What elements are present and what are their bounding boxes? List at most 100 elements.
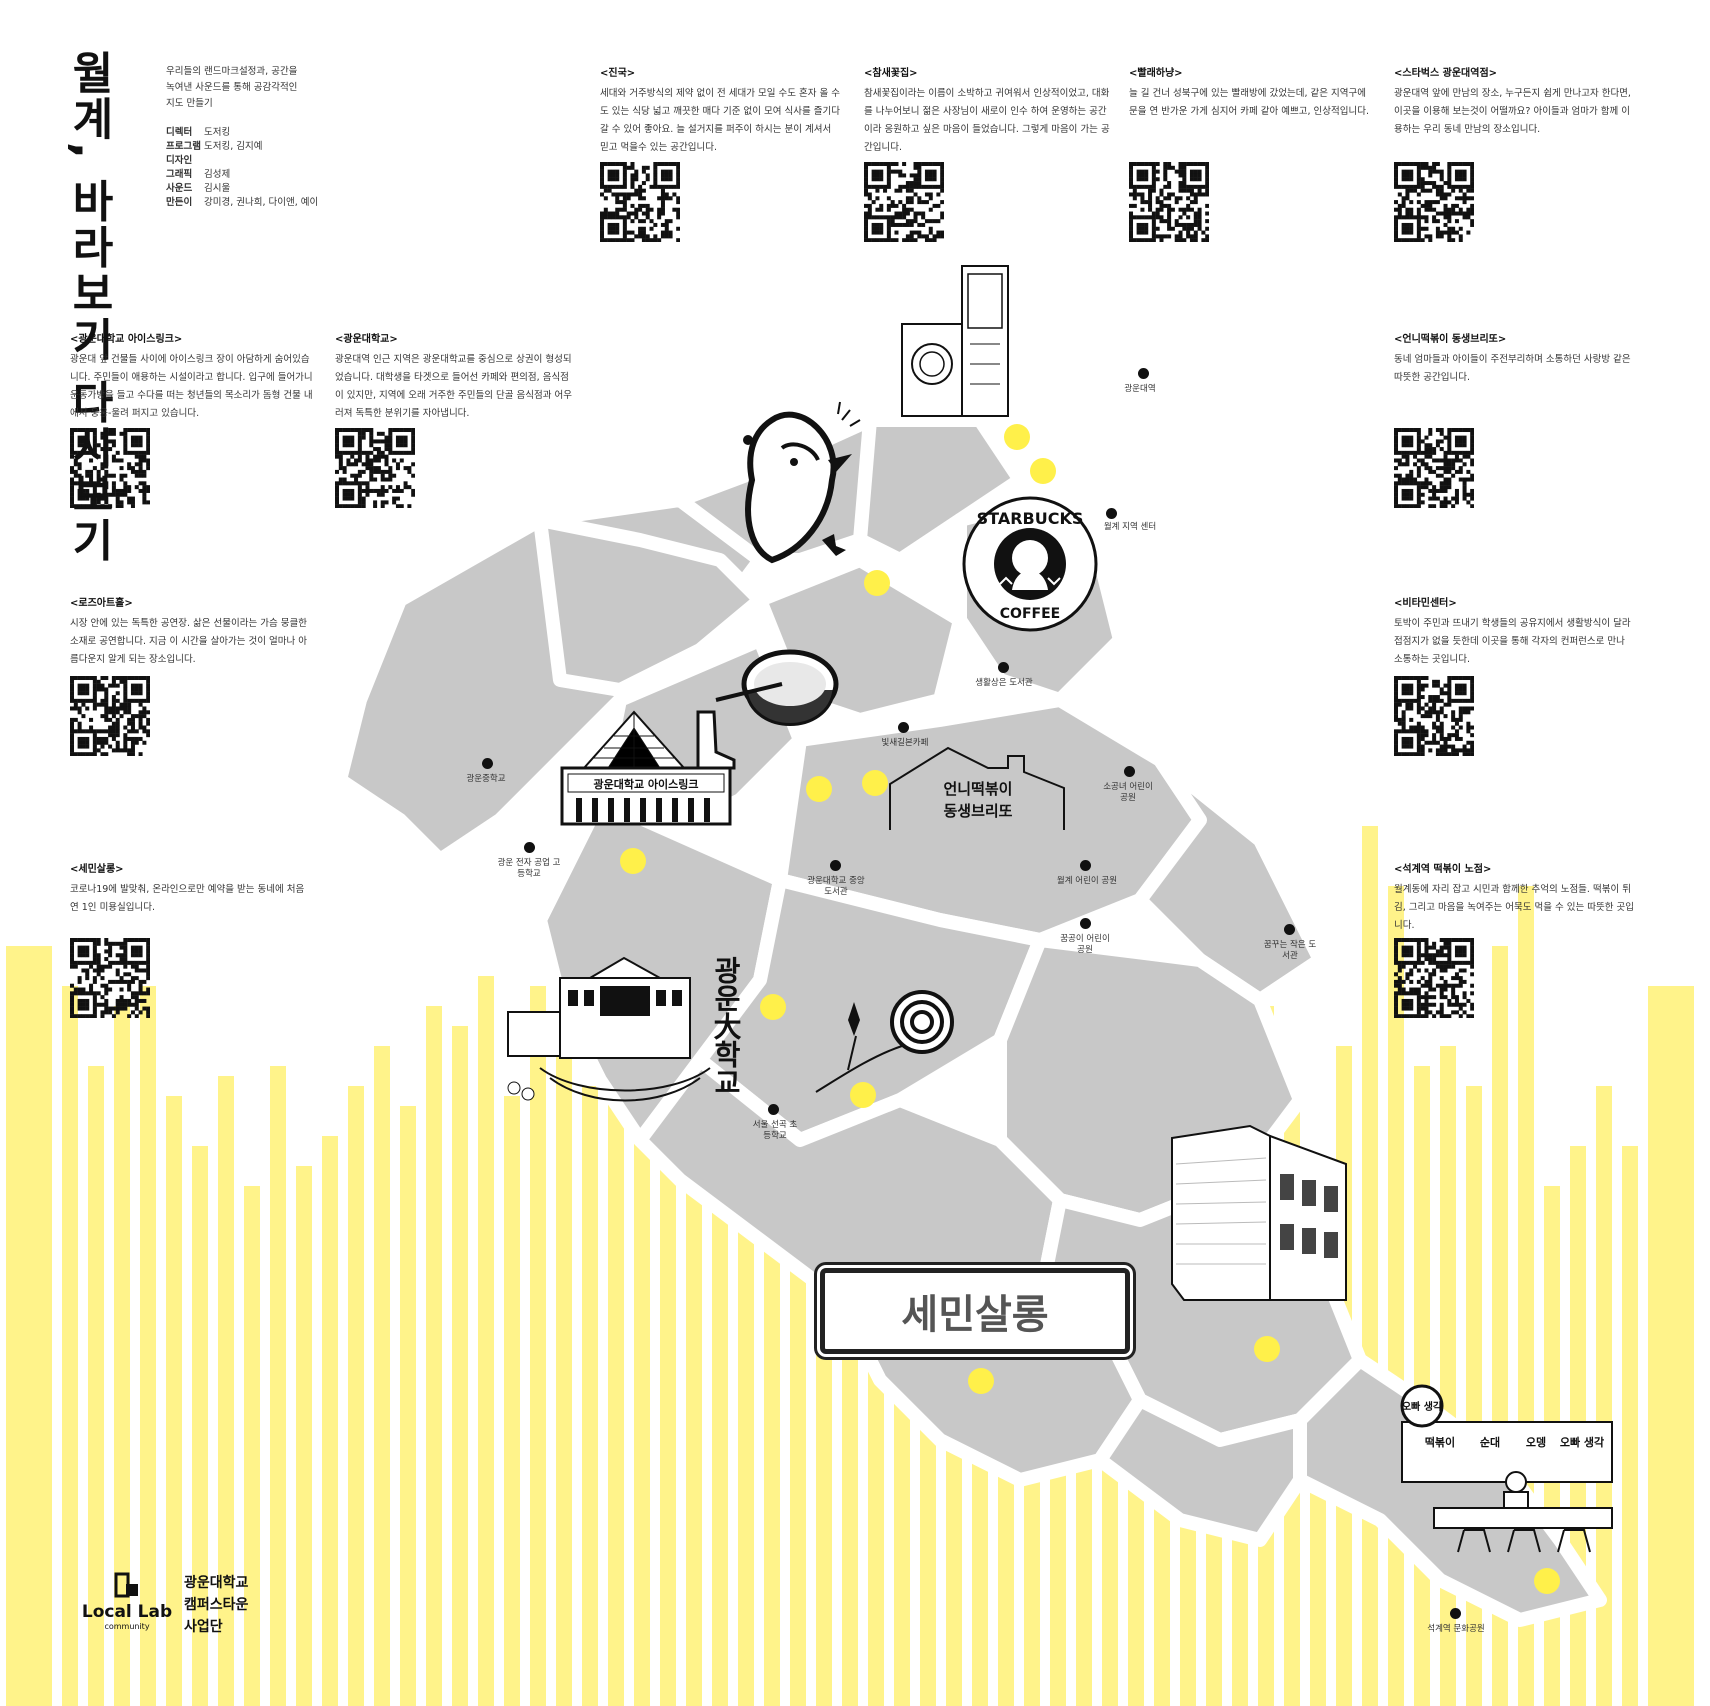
intro-text: 우리들의 랜드마크설정과, 공간을 녹여낸 사운드를 통해 공감각적인 지도 만… bbox=[166, 66, 298, 109]
place-marker[interactable] bbox=[1254, 1336, 1280, 1362]
tteokbokki-sign-line2: 동생브리또 bbox=[943, 802, 1012, 820]
landmark-label: 빛새길본카페 bbox=[881, 738, 929, 748]
landmark-label: 월계 어린이 공원 bbox=[1056, 876, 1118, 886]
entry-desc: 광운대 앞 건물들 사이에 아이스링크 장이 아담하게 숨어있습니다. 주민들이… bbox=[70, 354, 313, 419]
qr-pattern bbox=[600, 162, 680, 242]
entry-title: <언니떡볶이 동생브리또> bbox=[1394, 334, 1507, 345]
qr-code[interactable] bbox=[1394, 162, 1474, 242]
landmark-label: 서울 선곡 초등학교 bbox=[752, 1120, 798, 1141]
local-lab-icon bbox=[114, 1572, 138, 1598]
landmark-dot bbox=[898, 722, 909, 733]
org-line: 캠퍼스타운 bbox=[184, 1597, 249, 1613]
entry-title: <참새꽃집> bbox=[864, 68, 918, 79]
place-marker[interactable] bbox=[1534, 1568, 1560, 1594]
landmark-dot bbox=[1450, 1608, 1461, 1619]
stall-sign-text: 오빠 생각 bbox=[1402, 1400, 1443, 1413]
entry-title: <세민살롱> bbox=[70, 864, 124, 875]
entry-desc: 늘 길 건너 성북구에 있는 빨래방에 갔었는데, 같은 지역구에 문을 연 반… bbox=[1129, 88, 1369, 117]
entry-desc: 동네 엄마들과 아이들이 주전부리하며 소통하던 사랑방 같은 따뜻한 공간입니… bbox=[1394, 354, 1631, 383]
place-entry-vitamin-center: <비타민센터>토박이 주민과 뜨내기 학생들의 공유지에서 생활방식이 달라 접… bbox=[1394, 594, 1634, 669]
landmark-label: 광운 전자 공업 고등학교 bbox=[497, 858, 561, 879]
qr-pattern bbox=[1394, 162, 1474, 242]
qr-code[interactable] bbox=[600, 162, 680, 242]
entry-title: <스타벅스 광운대역점> bbox=[1394, 68, 1498, 79]
credit-names: 도저킹, 김지예 bbox=[204, 141, 263, 152]
logo-name: Local Lab bbox=[81, 1602, 173, 1622]
qr-code[interactable] bbox=[335, 428, 415, 508]
landmark-dot bbox=[768, 1104, 779, 1115]
place-marker[interactable] bbox=[620, 848, 646, 874]
qr-code[interactable] bbox=[70, 428, 150, 508]
qr-code[interactable] bbox=[1394, 938, 1474, 1018]
qr-pattern bbox=[1394, 676, 1474, 756]
landmark-dot bbox=[1284, 924, 1295, 935]
semin-salon-sign: 세민살롱 bbox=[820, 1268, 1130, 1354]
place-marker[interactable] bbox=[862, 770, 888, 796]
credit-role: 그래픽 bbox=[166, 169, 193, 180]
place-entry-icerink: <광운대학교 아이스링크>광운대 앞 건물들 사이에 아이스링크 장이 아담하게… bbox=[70, 330, 315, 423]
credit-role: 만든이 bbox=[166, 197, 193, 208]
sparrow-illustration bbox=[743, 401, 861, 564]
entry-title: <빨래하냥> bbox=[1129, 68, 1183, 79]
qr-code[interactable] bbox=[864, 162, 944, 242]
landmark-dot bbox=[830, 860, 841, 871]
qr-pattern bbox=[70, 938, 150, 1018]
landmark-dot bbox=[998, 662, 1009, 673]
entry-title: <광운대학교> bbox=[335, 334, 398, 345]
logo-sub: community bbox=[104, 1622, 150, 1631]
place-marker[interactable] bbox=[1030, 458, 1056, 484]
laundry-illustration bbox=[901, 265, 1009, 417]
place-entry-university: <광운대학교> 광운대역 인근 지역은 광운대학교를 중심으로 상권이 형성되었습… bbox=[335, 330, 575, 423]
entry-desc: 참새꽃집이라는 이름이 소박하고 귀여워서 인상적이었고, 대화를 나누어보니 … bbox=[864, 88, 1110, 153]
organization-name: 광운대학교 캠퍼스타운 사업단 bbox=[184, 1572, 248, 1638]
place-entry-tteokbokki: <언니떡볶이 동생브리또> 동네 엄마들과 아이들이 주전부리하며 소통하던 사랑… bbox=[1394, 330, 1634, 387]
qr-pattern bbox=[864, 162, 944, 242]
landmark-label: 광운대역 bbox=[1124, 384, 1156, 394]
ice-rink-illustration: 광운대학교 아이스링크 bbox=[560, 710, 736, 826]
qr-pattern bbox=[70, 676, 150, 756]
landmark-label: 광운중학교 bbox=[466, 774, 506, 784]
place-marker[interactable] bbox=[1004, 424, 1030, 450]
qr-pattern bbox=[1394, 428, 1474, 508]
place-marker[interactable] bbox=[864, 570, 890, 596]
entry-title: <비타민센터> bbox=[1394, 598, 1457, 609]
credit-role: 사운드 bbox=[166, 183, 193, 194]
qr-pattern bbox=[1394, 938, 1474, 1018]
qr-code[interactable] bbox=[1394, 428, 1474, 508]
qr-code[interactable] bbox=[1394, 676, 1474, 756]
entry-desc: 세대와 거주방식의 제약 없이 전 세대가 모일 수도 혼자 올 수도 있는 식… bbox=[600, 88, 840, 153]
place-marker[interactable] bbox=[850, 1082, 876, 1108]
street-stall-illustration: 떡볶이 순대 오뎅 오빠 생각 오빠 생각 bbox=[1400, 1384, 1613, 1553]
qr-code[interactable] bbox=[70, 676, 150, 756]
landmark-dot bbox=[1080, 860, 1091, 871]
entry-title: <석계역 떡볶이 노점> bbox=[1394, 864, 1492, 875]
qr-code[interactable] bbox=[1129, 162, 1209, 242]
org-line: 사업단 bbox=[184, 1619, 223, 1635]
credit-names: 도저킹 bbox=[204, 127, 231, 138]
soup-bowl-illustration bbox=[715, 649, 839, 726]
rose-illustration bbox=[815, 990, 954, 1093]
qr-code[interactable] bbox=[70, 938, 150, 1018]
place-entry-laundry: <빨래하냥> 늘 길 건너 성북구에 있는 빨래방에 갔었는데, 같은 지역구에 … bbox=[1129, 64, 1369, 121]
credit-role: 프로그램 디자인 bbox=[166, 141, 201, 166]
landmark-label: 꿈꾸는 작은 도서관 bbox=[1263, 940, 1317, 961]
place-marker[interactable] bbox=[806, 776, 832, 802]
landmark-dot bbox=[1138, 368, 1149, 379]
place-marker[interactable] bbox=[760, 994, 786, 1020]
qr-pattern bbox=[1129, 162, 1209, 242]
place-entry-rose-art-hall: <로즈아트홀>시장 안에 있는 독특한 공연장. 삶은 선물이라는 가슴 뭉클한… bbox=[70, 594, 315, 669]
map-block bbox=[1093, 1393, 1307, 1547]
place-entry-jinguk: <진국>세대와 거주방식의 제약 없이 전 세대가 모일 수도 혼자 올 수도 … bbox=[600, 64, 840, 157]
stall-menu-item: 순대 bbox=[1480, 1435, 1500, 1449]
entry-desc: 코로나19에 발맞춰, 온라인으로만 예약을 받는 동네에 처음 연 1인 미용… bbox=[70, 884, 305, 913]
landmark-label: 생활상은 도서관 bbox=[975, 678, 1033, 688]
entry-desc: 광운대역 인근 지역은 광운대학교를 중심으로 상권이 형성되었습니다. 대학생… bbox=[335, 354, 572, 419]
tteokbokki-sign-line1: 언니떡볶이 bbox=[943, 780, 1012, 798]
entry-desc: 시장 안에 있는 독특한 공연장. 삶은 선물이라는 가슴 뭉클한 소재로 공연… bbox=[70, 618, 307, 665]
credit-names: 김시울 bbox=[204, 183, 231, 194]
place-marker[interactable] bbox=[968, 1368, 994, 1394]
